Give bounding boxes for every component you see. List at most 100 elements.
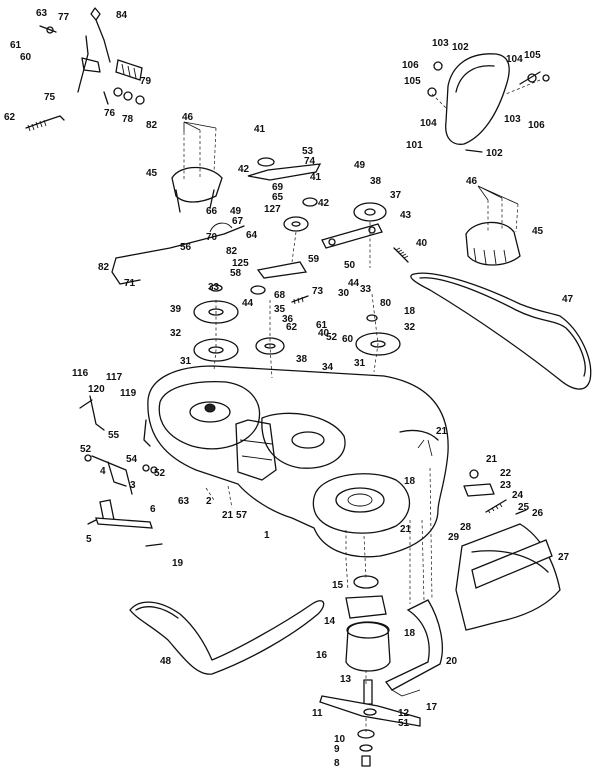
callout-80: 80: [380, 298, 392, 309]
callout-51: 51: [398, 718, 410, 729]
callout-73: 73: [312, 286, 324, 297]
callout-66: 66: [206, 206, 218, 217]
callout-84: 84: [116, 10, 128, 21]
callout-28: 28: [460, 522, 472, 533]
callout-77: 77: [58, 12, 70, 23]
callout-49-top: 49: [354, 160, 366, 171]
callout-44-right: 44: [348, 278, 360, 289]
callout-13: 13: [340, 674, 352, 685]
callout-106-left: 106: [402, 60, 419, 71]
callout-52-right: 52: [154, 468, 166, 479]
callout-106-right: 106: [528, 120, 545, 131]
callout-59: 59: [308, 254, 320, 265]
callout-82-left: 82: [98, 262, 110, 273]
callout-21-right: 21: [486, 454, 498, 465]
callout-38-top: 38: [370, 176, 382, 187]
callout-71: 71: [124, 278, 136, 289]
callout-12: 12: [398, 708, 410, 719]
callout-33-left: 33: [208, 282, 220, 293]
callout-61: 61: [10, 40, 22, 51]
callout-78: 78: [122, 114, 134, 125]
callout-35: 35: [274, 304, 286, 315]
callout-67: 67: [232, 216, 244, 227]
callout-127: 127: [264, 204, 281, 215]
callout-24: 24: [512, 490, 524, 501]
callout-25: 25: [518, 502, 530, 513]
callout-101: 101: [406, 140, 423, 151]
callout-15: 15: [332, 580, 344, 591]
callout-41-top: 41: [254, 124, 266, 135]
callout-9: 9: [334, 744, 340, 755]
lift-linkage-assembly: [25, 7, 145, 132]
callout-46-right: 46: [466, 176, 478, 187]
callout-61-mid: 61: [316, 320, 328, 331]
callout-29: 29: [448, 532, 460, 543]
callout-117: 117: [106, 372, 123, 383]
callout-60: 60: [20, 52, 32, 63]
spindle-assembly: [345, 575, 391, 705]
springs: [291, 247, 409, 305]
callout-43: 43: [400, 210, 412, 221]
callout-52-mid: 52: [326, 332, 338, 343]
callout-11: 11: [312, 708, 323, 719]
callout-3: 3: [130, 480, 136, 491]
baffle-assembly: [385, 599, 443, 691]
callout-27: 27: [558, 552, 570, 563]
callout-18-baffle: 18: [404, 628, 416, 639]
callout-36: 36: [282, 314, 294, 325]
callout-65: 65: [272, 192, 284, 203]
callout-47: 47: [562, 294, 574, 305]
callout-56: 56: [180, 242, 192, 253]
callout-19: 19: [172, 558, 184, 569]
callout-42-top: 42: [238, 164, 250, 175]
callout-63-lower: 63: [178, 496, 190, 507]
callout-2: 2: [206, 496, 212, 507]
callout-75: 75: [44, 92, 56, 103]
callout-34: 34: [322, 362, 334, 373]
pulley-cover-left: [171, 166, 223, 213]
deck-right-hardware: [463, 469, 527, 515]
callout-52-left: 52: [80, 444, 92, 455]
callout-60-mid: 60: [342, 334, 354, 345]
callout-18-deck: 18: [404, 476, 416, 487]
callout-63: 63: [36, 8, 48, 19]
callout-55: 55: [108, 430, 120, 441]
callout-74: 74: [304, 156, 316, 167]
callout-22: 22: [500, 468, 512, 479]
callout-102-top: 102: [452, 42, 469, 53]
discharge-chute: [455, 523, 561, 631]
callout-82-mid: 82: [226, 246, 238, 257]
callout-18-top: 18: [404, 306, 416, 317]
callout-62-mid: 62: [286, 322, 298, 333]
callout-104-left: 104: [420, 118, 437, 129]
callout-41-mid: 41: [310, 172, 322, 183]
callout-21-lower: 21: [222, 510, 234, 521]
callout-1: 1: [264, 530, 270, 541]
clutch-rod: [111, 222, 308, 285]
callout-40-top: 40: [416, 238, 428, 249]
callout-44-left: 44: [242, 298, 254, 309]
idler-arm-upper: [247, 163, 383, 249]
callout-45-left: 45: [146, 168, 158, 179]
callout-48: 48: [160, 656, 172, 667]
callout-120: 120: [88, 384, 105, 395]
callout-49-mid: 49: [230, 206, 242, 217]
callout-46-left: 46: [182, 112, 194, 123]
callout-104-right: 104: [506, 54, 523, 65]
callout-54: 54: [126, 454, 138, 465]
callout-57: 57: [236, 510, 248, 521]
callout-26: 26: [532, 508, 544, 519]
callout-125: 125: [232, 258, 249, 269]
drive-belt-47: [410, 272, 592, 390]
callout-31-left: 31: [180, 356, 192, 367]
callout-42-mid: 42: [318, 198, 330, 209]
belt-cover-assembly: [427, 53, 550, 153]
callout-21-bottom: 21: [400, 524, 412, 535]
mower-blade: [319, 695, 421, 767]
callout-69: 69: [272, 182, 284, 193]
callout-105-right: 105: [524, 50, 541, 61]
callout-17: 17: [426, 702, 438, 713]
callout-103-top: 103: [432, 38, 449, 49]
callout-20: 20: [446, 656, 458, 667]
